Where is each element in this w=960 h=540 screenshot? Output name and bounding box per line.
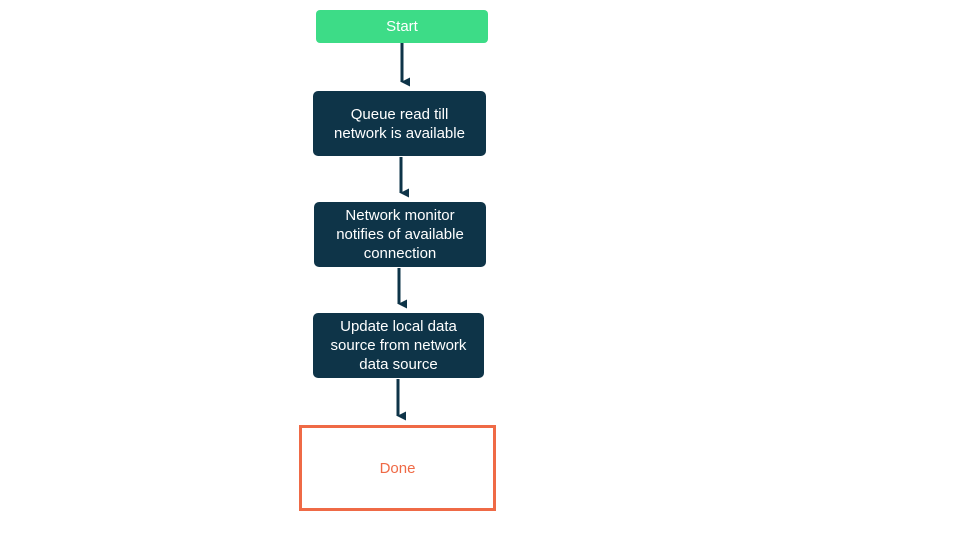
node-done[interactable]: Done bbox=[299, 425, 496, 511]
node-network-monitor[interactable]: Network monitor notifies of available co… bbox=[314, 202, 486, 267]
node-queue-read-label: Queue read till network is available bbox=[334, 105, 465, 142]
node-update-local-data-source[interactable]: Update local data source from network da… bbox=[313, 313, 484, 378]
node-start-label: Start bbox=[386, 18, 418, 35]
node-queue-read[interactable]: Queue read till network is available bbox=[313, 91, 486, 156]
node-done-label: Done bbox=[379, 459, 416, 477]
node-start[interactable]: Start bbox=[316, 10, 488, 43]
node-network-monitor-label: Network monitor notifies of available co… bbox=[336, 207, 464, 262]
node-update-local-data-source-label: Update local data source from network da… bbox=[330, 318, 467, 373]
